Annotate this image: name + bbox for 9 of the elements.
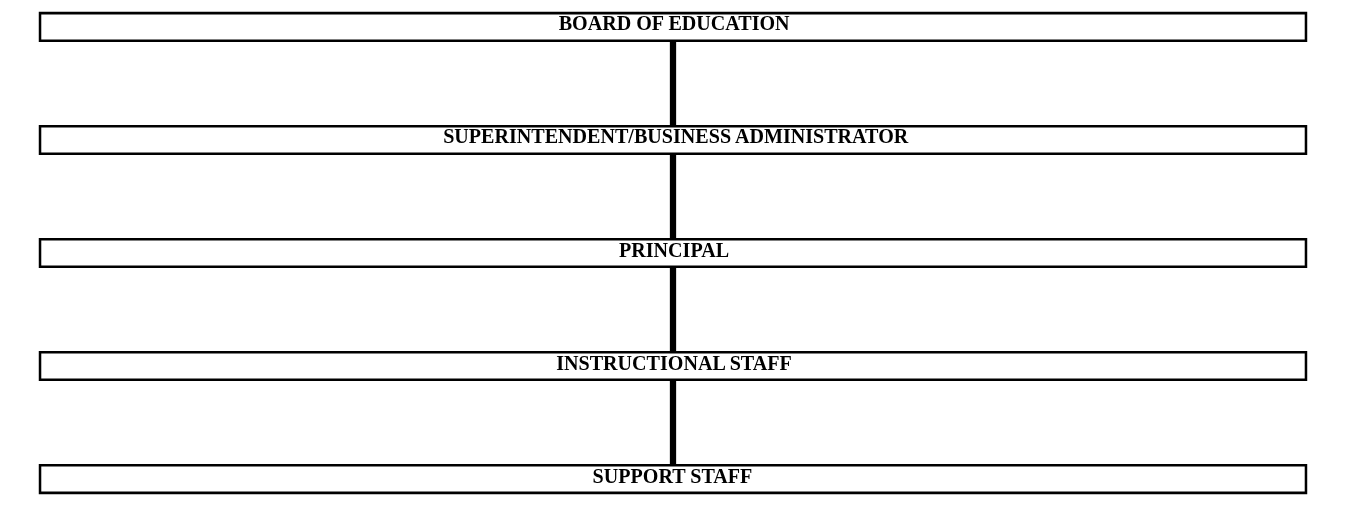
connector <box>669 379 676 465</box>
node-box: BOARD OF EDUCATION <box>38 11 1307 42</box>
node-box: INSTRUCTIONAL STAFF <box>38 350 1307 382</box>
connector <box>669 40 676 126</box>
connector <box>669 266 676 352</box>
node-box: PRINCIPAL <box>38 237 1307 269</box>
connector <box>669 153 676 239</box>
node-box: SUPPORT STAFF <box>38 464 1307 495</box>
node-box: SUPERINTENDENT/BUSINESS ADMINISTRATOR <box>38 124 1307 156</box>
